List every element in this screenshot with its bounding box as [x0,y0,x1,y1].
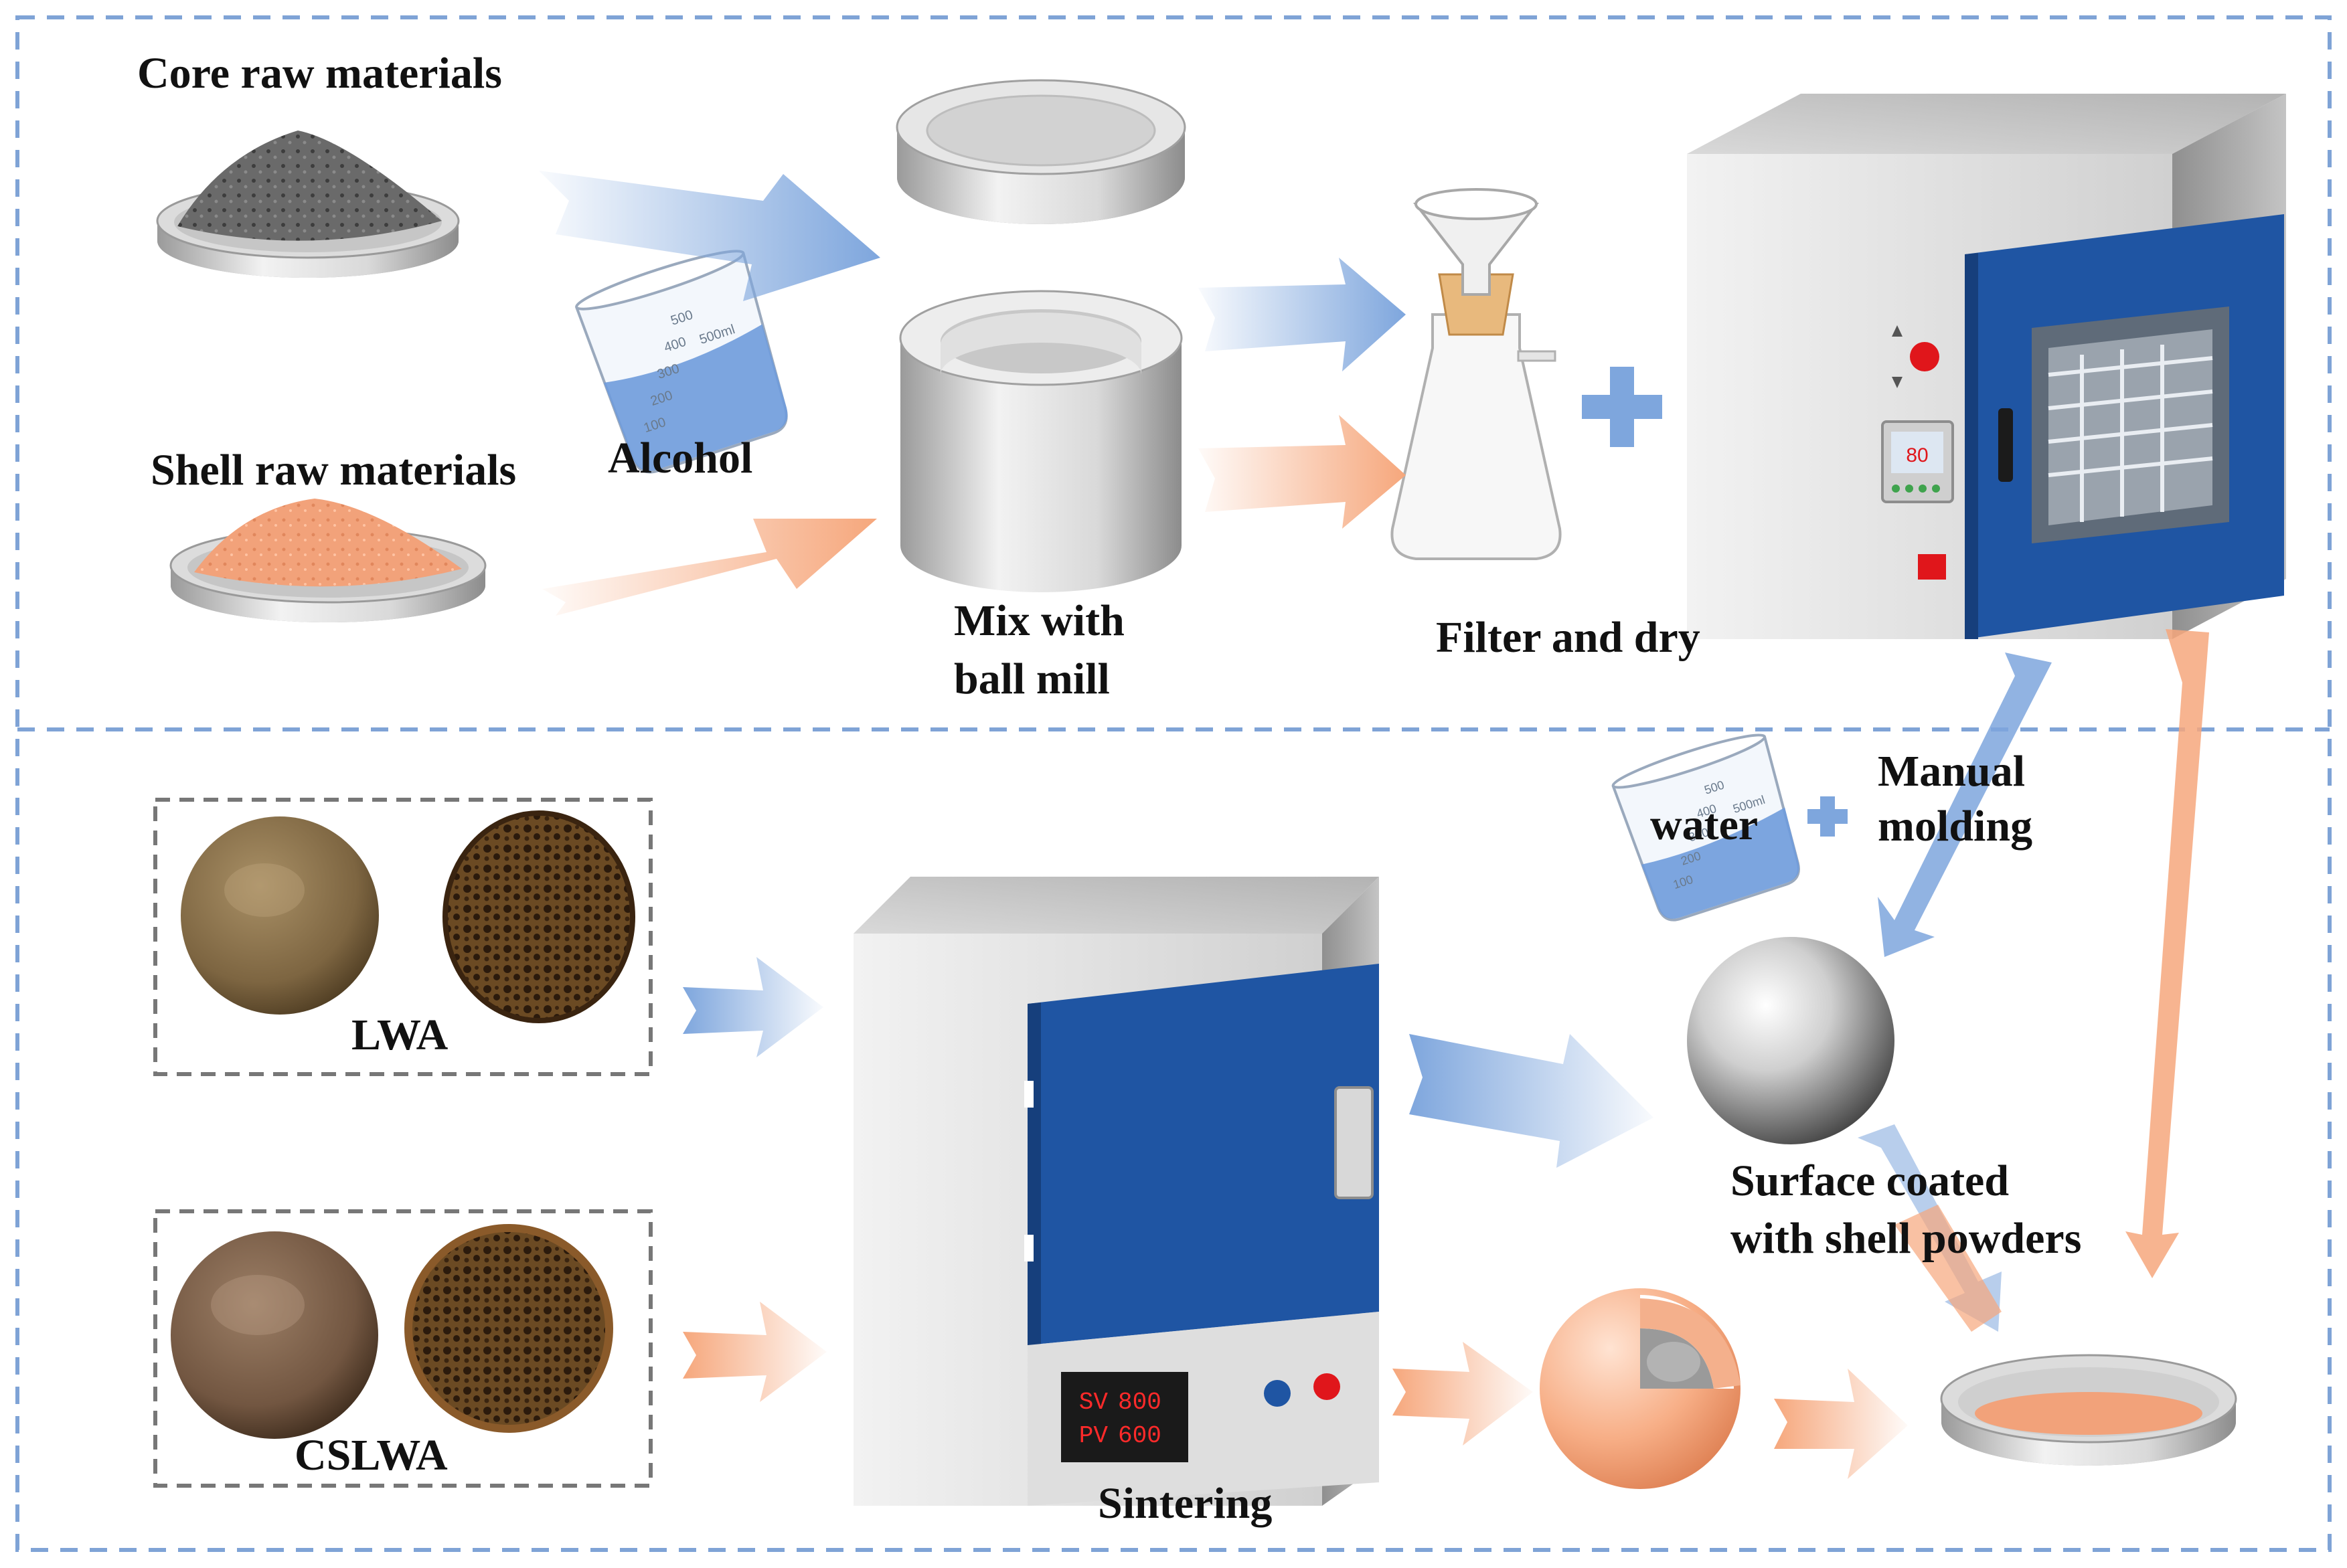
surface-coated-line1: Surface coated [1730,1156,2010,1205]
ball-mill-lid [896,79,1186,224]
cslwa-label: CSLWA [295,1431,448,1480]
cslwa-sample-images [171,1224,613,1439]
ball-mill-jar [899,290,1183,592]
arrow-coated-to-furnace [1392,1342,1533,1446]
arrow-furnace-to-cslwa [683,1302,827,1402]
water-label: water [1650,800,1759,849]
furnace-sv-label: SV [1079,1389,1109,1416]
filter-flask [1390,188,1562,560]
shell-raw-materials-label: Shell raw materials [151,446,517,495]
oven-temperature-display: 80 [1906,444,1928,466]
arrow-oven-to-shell-dish [2125,629,2209,1278]
lwa-sample-images [181,810,635,1023]
furnace-pv-label: PV [1079,1422,1109,1450]
arrow-sphere-to-furnace [1409,1034,1653,1168]
shell-raw-materials-dish [169,499,487,622]
core-raw-materials-dish [156,130,460,278]
cslwa-product-frame [153,1209,653,1488]
sintering-label: Sintering [1098,1479,1273,1528]
manual-molding-line2: molding [1878,802,2033,851]
arrow-shell-to-mill [542,519,877,616]
arrow-core-to-mill [539,171,880,301]
plus-icon-oven [1582,367,1662,447]
surface-coated-line2: with shell powders [1730,1214,2082,1263]
arrow-dish-to-coated [1774,1369,1908,1479]
mix-label-line2: ball mill [954,655,1110,703]
mix-label-line1: Mix with [954,596,1125,645]
plus-icon-molding [1807,796,1848,837]
shell-powder-dish [1940,1354,2237,1466]
arrow-mill-to-flask-blue [1198,258,1406,371]
arrow-mill-to-flask-orange [1198,415,1406,529]
manual-molding-line1: Manual [1878,747,2026,796]
filter-dry-label: Filter and dry [1436,613,1700,662]
arrow-sphere-to-dish-orange [1894,1205,2002,1332]
drying-oven: 80 [1687,94,2286,639]
arrow-furnace-to-lwa [683,957,823,1057]
molded-core-sphere [1687,937,1894,1144]
furnace-pv-value: 600 [1118,1422,1161,1450]
furnace-sv-value: 800 [1118,1389,1161,1416]
lwa-product-frame [153,798,653,1076]
outer-dashed-frame [15,15,2332,1552]
alcohol-label: Alcohol [608,434,753,483]
lwa-label: LWA [351,1011,449,1059]
sintering-furnace: SV 800 PV 600 [854,877,1379,1506]
core-raw-materials-label: Core raw materials [137,49,502,98]
core-shell-sphere [1540,1288,1741,1489]
arrow-oven-to-molding [1878,652,2052,957]
